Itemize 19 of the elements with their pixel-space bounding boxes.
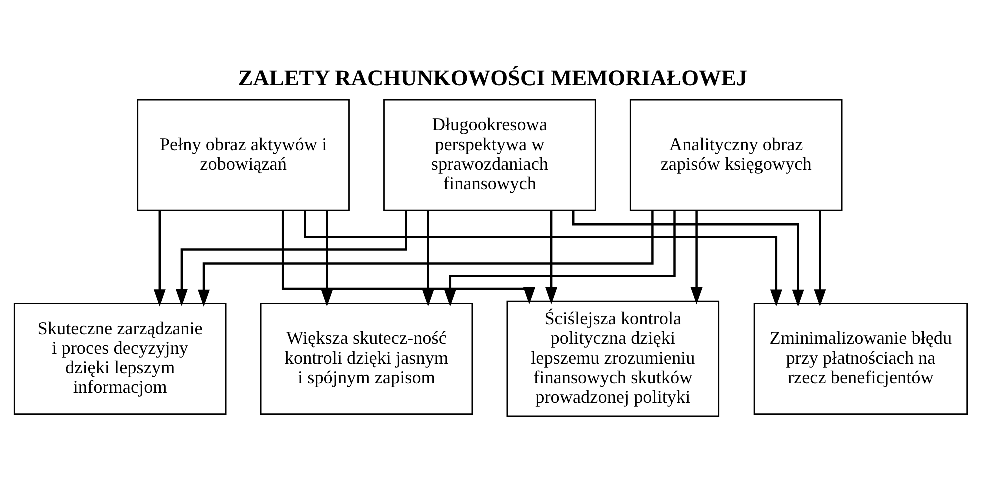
arrow xyxy=(154,210,166,306)
arrow xyxy=(304,210,782,306)
arrow xyxy=(814,210,826,306)
arrow xyxy=(422,210,434,306)
arrow xyxy=(546,210,558,304)
node-box: Ściślejsza kontrola polityczna dzięki lepszemu zrozumieniu finansowych skutków prowadzonej polityki xyxy=(506,300,720,417)
arrow xyxy=(198,210,654,306)
node-box: Analityczny obraz zapisów księgowych xyxy=(630,98,843,211)
arrow xyxy=(444,210,676,306)
node-box: Skuteczne zarządzanie i proces decyzyjny dzięki lepszym informacjom xyxy=(14,302,227,414)
arrow xyxy=(176,210,408,306)
arrow xyxy=(282,210,536,304)
node-box: Długookresowa perspektywa w sprawozdaniach finansowych xyxy=(384,98,596,211)
node-box: Większa skutecz-ność kontroli dzięki jasnym i spójnym zapisom xyxy=(260,302,474,414)
node-box: Zminimalizowanie błędu przy płatnościach na rzecz beneficjentów xyxy=(754,302,968,414)
node-box: Pełny obraz aktywów i zobowiązań xyxy=(137,98,350,211)
arrow xyxy=(321,210,334,306)
arrow xyxy=(690,210,703,304)
diagram-title: ZALETY RACHUNKOWOŚCI MEMORIAŁOWEJ xyxy=(238,65,748,90)
